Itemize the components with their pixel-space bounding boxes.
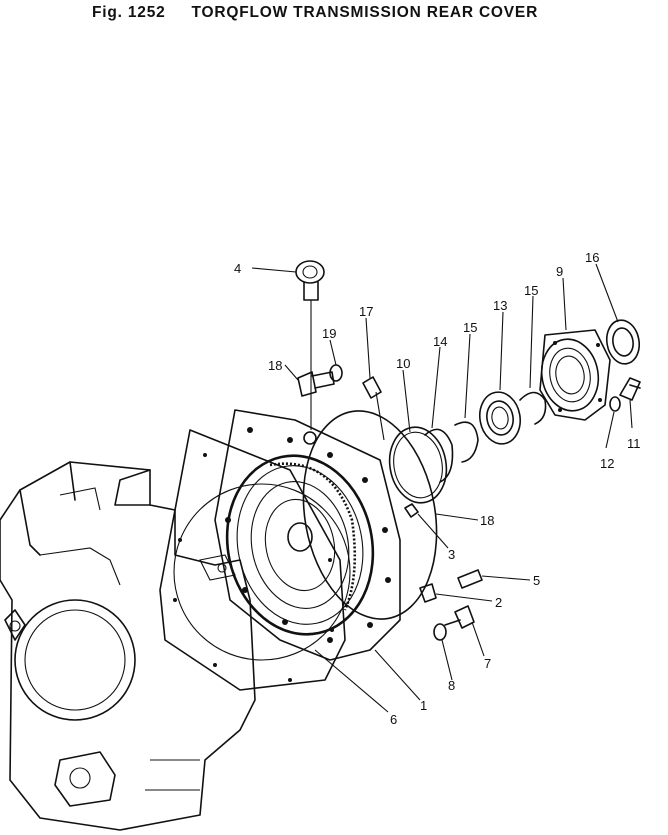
callout-labels: 4 18 19 17 10 14 15 13 15 9 16 11 12 18 … [234, 250, 641, 727]
pin-part-5 [457, 569, 483, 589]
callout-15a: 15 [463, 320, 477, 335]
snap-ring-part-15b [519, 391, 547, 425]
callout-9: 9 [556, 264, 563, 279]
callout-6: 6 [390, 712, 397, 727]
snap-ring-part-14 [424, 428, 454, 483]
o-ring-part-10 [388, 426, 448, 504]
callout-18: 18 [480, 513, 494, 528]
callout-8: 8 [448, 678, 455, 693]
oil-seal-part-16 [605, 319, 641, 365]
rear-cover-part-1 [214, 409, 401, 661]
figure-title: TORQFLOW TRANSMISSION REAR COVER [191, 4, 539, 21]
callout-13: 13 [493, 298, 507, 313]
washer-part-12 [609, 396, 621, 412]
callout-17: 17 [359, 304, 373, 319]
callout-20: 19 [322, 326, 336, 341]
bolt-part-11 [619, 377, 641, 401]
leader-lines [251, 263, 633, 713]
callout-19: 18 [268, 358, 282, 373]
callout-7: 7 [484, 656, 491, 671]
figure-header: Fig. 1252 TORQFLOW TRANSMISSION REAR COV… [92, 4, 538, 26]
callout-12: 12 [600, 456, 614, 471]
eye-bolt-part-4 [295, 260, 325, 430]
dowel-pin-part-17 [362, 376, 385, 441]
callout-16: 16 [585, 250, 599, 265]
callout-10: 10 [396, 356, 410, 371]
bolt-part-19 [297, 371, 335, 397]
callout-4: 4 [234, 261, 241, 276]
callout-1: 1 [420, 698, 427, 713]
callout-3: 3 [448, 547, 455, 562]
callout-5: 5 [533, 573, 540, 588]
callout-14: 14 [433, 334, 447, 349]
snap-ring-part-15a [454, 421, 479, 463]
plug-part-2 [419, 583, 437, 603]
figure-number: Fig. 1252 [92, 4, 166, 21]
callout-15b: 15 [524, 283, 538, 298]
bearing-part-13 [478, 391, 522, 445]
bearing-cover-part-9 [539, 329, 611, 421]
transmission-case [0, 461, 256, 831]
bolt-part-7 [444, 605, 475, 629]
callout-2: 2 [495, 595, 502, 610]
washer-part-8 [433, 623, 447, 641]
plug-part-3 [404, 503, 419, 518]
callout-11: 11 [627, 436, 641, 451]
o-ring-part-18 [302, 410, 438, 620]
